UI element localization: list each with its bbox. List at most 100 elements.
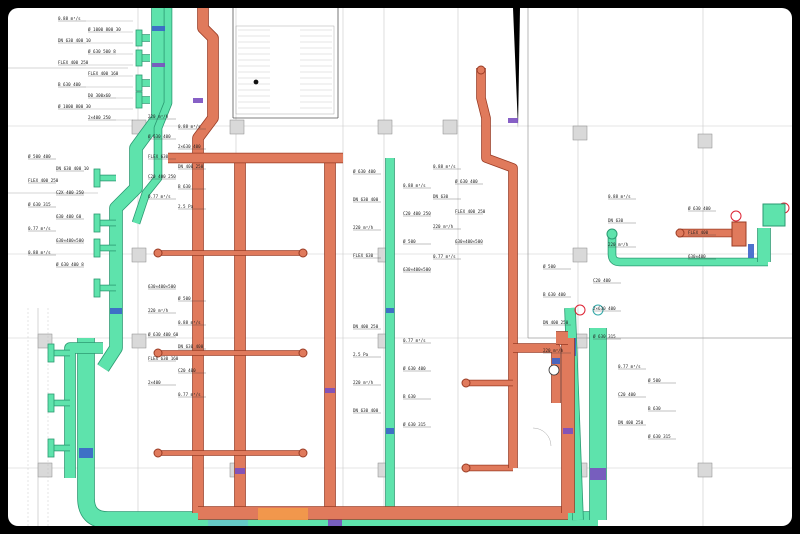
equipment[interactable] [548, 202, 790, 376]
duct-label: DN 630 400 [353, 408, 379, 413]
duct-label: Ø 500 400 [28, 154, 51, 159]
supply-main-bottom [78, 338, 598, 526]
duct-label: Ø 630 400 [403, 366, 426, 371]
supply-branch-left-lower [65, 343, 103, 478]
duct-label: FLEX 400 250 [28, 178, 59, 183]
fan-coil-symbol [762, 203, 786, 227]
supply-diffuser-low-1 [47, 393, 55, 413]
supply-diffuser-top-2 [135, 74, 143, 92]
exhaust-grille-right-1 [298, 348, 308, 358]
velocity-band [590, 468, 606, 480]
velocity-band [79, 448, 93, 458]
velocity-band [386, 428, 394, 434]
supply-diffuser-low-2 [47, 438, 55, 458]
exhaust-grille-right-0 [298, 248, 308, 258]
stair-marker [253, 79, 259, 85]
duct-label: 0.88 m³/s [58, 16, 81, 21]
duct-label: B 630 [403, 394, 416, 399]
duct-label: B 630 400 [543, 292, 566, 297]
right-room-wall [527, 8, 792, 339]
duct-label: FLEX 400 250 [58, 60, 89, 65]
stair-core [235, 25, 335, 115]
velocity-band [552, 358, 560, 364]
duct-label: 2.5 Pa [178, 204, 194, 209]
exhaust-branch-right [513, 344, 560, 403]
velocity-band [386, 308, 394, 313]
velocity-band [258, 508, 308, 520]
duct-label: 2×400 [148, 380, 161, 385]
duct-label: C20 400 [618, 392, 636, 397]
exhaust-right-unit [731, 221, 747, 247]
structural-column-1 [229, 119, 245, 135]
duct-label: 2.5 Pa [353, 352, 369, 357]
duct-label: 0.88 m³/s [28, 250, 51, 255]
duct-label: B 630 [178, 184, 191, 189]
supply-right-header [608, 236, 768, 266]
duct-label: Ø 630 315 [593, 334, 616, 339]
duct-label: Ø 630 315 [648, 434, 671, 439]
door-swing [532, 427, 552, 447]
duct-label: FLEX 400 250 [455, 209, 486, 214]
duct-label: 0.88 m³/s [178, 124, 201, 129]
supply-diffuser-mid-3 [93, 278, 101, 298]
left-partition [8, 67, 128, 526]
duct-label: 220 m³/h [353, 380, 374, 385]
structural-column-4 [572, 125, 588, 141]
duct-label: DN 400 250 [618, 420, 644, 425]
structural-column-8 [572, 247, 588, 263]
supply-main-bottom-edge [77, 338, 598, 526]
duct-label: Ø 630 315 [403, 422, 426, 427]
velocity-band [235, 468, 245, 474]
velocity-band [748, 244, 754, 258]
duct-label: B 630 400 [58, 82, 81, 87]
duct-label: Ø 1000 800 30 [58, 104, 91, 109]
duct-label: DN 400 250 [543, 320, 569, 325]
duct-label: DN 400 250 [353, 324, 379, 329]
duct-label: Ø 630 400 [148, 134, 171, 139]
duct-label: FLEX 630 160 [148, 356, 179, 361]
duct-label: Ø 500 [648, 378, 661, 383]
supply-right-diffuser [606, 228, 618, 240]
duct-label: 630×400×500 [148, 284, 176, 289]
supply-diffuser-top-3 [135, 91, 143, 109]
exhaust-branch-right-edge [513, 343, 561, 403]
duct-label: B 630 [648, 406, 661, 411]
duct-label: Ø 500 [178, 296, 191, 301]
duct-label: 630×400×500 [56, 238, 84, 243]
duct-label: 0.77 m³/s [403, 338, 426, 343]
velocity-band [152, 26, 165, 31]
black-wedge [513, 8, 520, 128]
duct-label: DN 630 400 [353, 197, 379, 202]
exhaust-ducts[interactable] [153, 8, 747, 520]
duct-label: FLEX 400 [688, 230, 709, 235]
duct-label: Ø 630 315 [28, 202, 51, 207]
structural-column-5 [697, 133, 713, 149]
duct-label: 630 400 60 [56, 214, 82, 219]
velocity-band [508, 118, 518, 123]
exhaust-right-grille [675, 228, 685, 238]
duct-label: DN 630 [433, 194, 449, 199]
exhaust-grille-left-1 [153, 348, 163, 358]
structural-column-9 [131, 333, 147, 349]
duct-label: C2X 400 250 [56, 190, 84, 195]
supply-ducts[interactable] [47, 8, 771, 526]
velocity-band [563, 428, 573, 434]
supply-diffuser-mid-1 [93, 213, 101, 233]
exhaust-grille-right-2 [298, 448, 308, 458]
exhaust-grille-left-0 [153, 248, 163, 258]
duct-label: 220 m³/h [353, 225, 374, 230]
duct-label: 0.88 m³/s [433, 164, 456, 169]
duct-label: 2×630 400 [178, 144, 201, 149]
structural-column-6 [131, 247, 147, 263]
duct-label: 220 m³/h [148, 308, 169, 313]
supply-diffuser-low-0 [47, 343, 55, 363]
exhaust-grille-left-2 [153, 448, 163, 458]
velocity-band [193, 98, 203, 103]
supply-diffuser-top-0 [135, 29, 143, 47]
architectural-grid [8, 8, 792, 526]
duct-label: Ø 500 [543, 264, 556, 269]
